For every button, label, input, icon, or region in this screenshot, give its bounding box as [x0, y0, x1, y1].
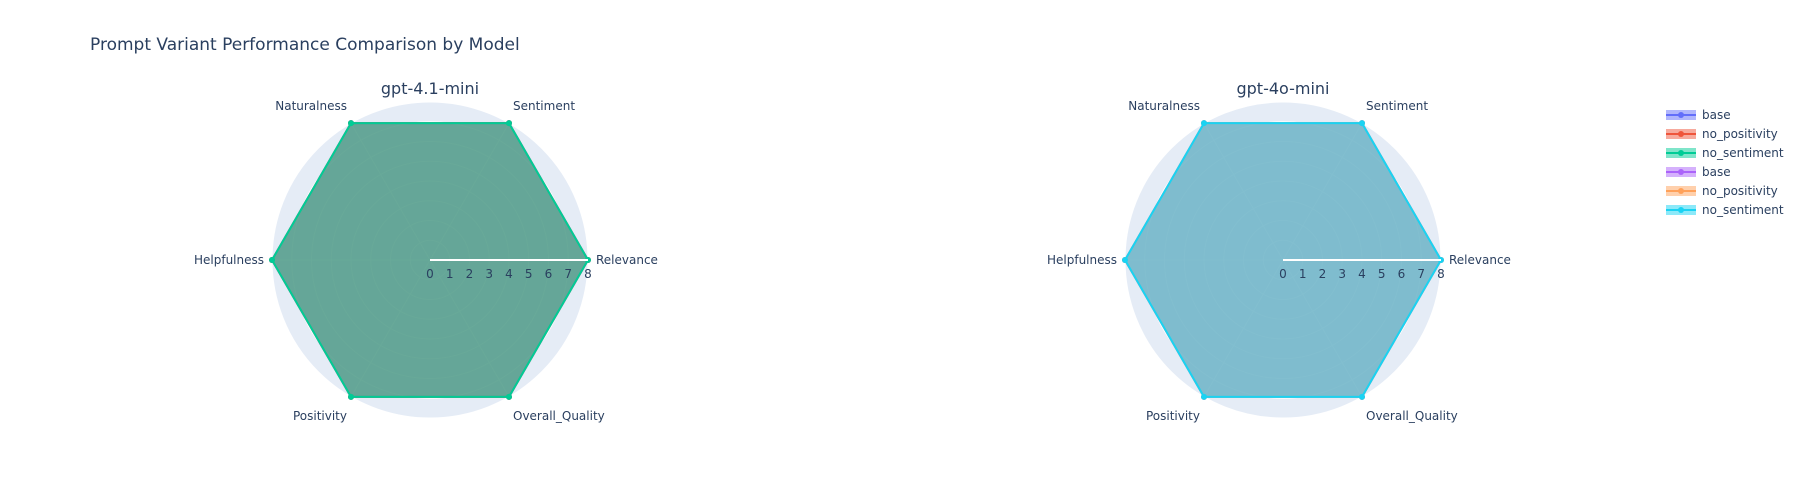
subplot-title: gpt-4.1-mini — [381, 79, 479, 98]
legend-label-no_sentiment[interactable]: no_sentiment — [1702, 146, 1784, 160]
axis-label-naturalness: Naturalness — [1128, 99, 1200, 113]
radial-tick-label: 5 — [525, 267, 533, 281]
legend-marker-no_positivity[interactable] — [1678, 188, 1684, 194]
radial-tick-label: 3 — [485, 267, 493, 281]
radial-tick-label: 6 — [1398, 267, 1406, 281]
radial-tick-label: 5 — [1378, 267, 1386, 281]
axis-label-relevance: Relevance — [1449, 253, 1511, 267]
data-point-no_sentiment — [348, 393, 354, 400]
axis-label-sentiment: Sentiment — [1366, 99, 1428, 113]
legend-marker-no_sentiment[interactable] — [1678, 150, 1684, 156]
axis-label-helpfulness: Helpfulness — [194, 253, 264, 267]
axis-label-overall_quality: Overall_Quality — [1366, 409, 1458, 423]
radial-tick-label: 6 — [545, 267, 553, 281]
data-point-no_sentiment — [1201, 120, 1207, 127]
axis-label-relevance: Relevance — [596, 253, 658, 267]
radial-tick-label: 0 — [426, 267, 434, 281]
data-point-no_sentiment — [1201, 393, 1207, 400]
legend-marker-no_positivity[interactable] — [1678, 131, 1684, 137]
legend-label-no_positivity[interactable]: no_positivity — [1702, 127, 1778, 141]
data-point-no_sentiment — [1359, 120, 1365, 127]
data-point-no_sentiment — [348, 120, 354, 127]
axis-label-naturalness: Naturalness — [275, 99, 347, 113]
subplot-title: gpt-4o-mini — [1236, 79, 1329, 98]
legend-label-base[interactable]: base — [1702, 108, 1731, 122]
radial-tick-label: 2 — [466, 267, 474, 281]
data-point-no_sentiment — [1359, 393, 1365, 400]
legend-marker-base[interactable] — [1678, 112, 1684, 118]
data-point-no_sentiment — [506, 120, 512, 127]
radial-tick-label: 2 — [1319, 267, 1327, 281]
data-point-no_sentiment — [506, 393, 512, 400]
legend-marker-no_sentiment[interactable] — [1678, 207, 1684, 213]
radial-tick-label: 7 — [564, 267, 572, 281]
radial-tick-label: 1 — [446, 267, 454, 281]
radial-tick-label: 8 — [1437, 267, 1445, 281]
radial-tick-label: 3 — [1338, 267, 1346, 281]
radial-tick-label: 8 — [584, 267, 592, 281]
data-point-no_sentiment — [1122, 257, 1128, 263]
radial-tick-label: 7 — [1417, 267, 1425, 281]
radial-tick-label: 1 — [1299, 267, 1307, 281]
axis-label-positivity: Positivity — [1146, 409, 1200, 423]
legend-label-no_positivity[interactable]: no_positivity — [1702, 184, 1778, 198]
axis-label-helpfulness: Helpfulness — [1047, 253, 1117, 267]
legend-label-base[interactable]: base — [1702, 165, 1731, 179]
radial-tick-label: 4 — [505, 267, 513, 281]
legend-marker-base[interactable] — [1678, 169, 1684, 175]
axis-label-sentiment: Sentiment — [513, 99, 575, 113]
legend-label-no_sentiment[interactable]: no_sentiment — [1702, 203, 1784, 217]
radial-tick-label: 0 — [1279, 267, 1287, 281]
radial-tick-label: 4 — [1358, 267, 1366, 281]
axis-label-overall_quality: Overall_Quality — [513, 409, 605, 423]
chart-title: Prompt Variant Performance Comparison by… — [90, 35, 520, 55]
data-point-no_sentiment — [269, 257, 275, 263]
axis-label-positivity: Positivity — [293, 409, 347, 423]
